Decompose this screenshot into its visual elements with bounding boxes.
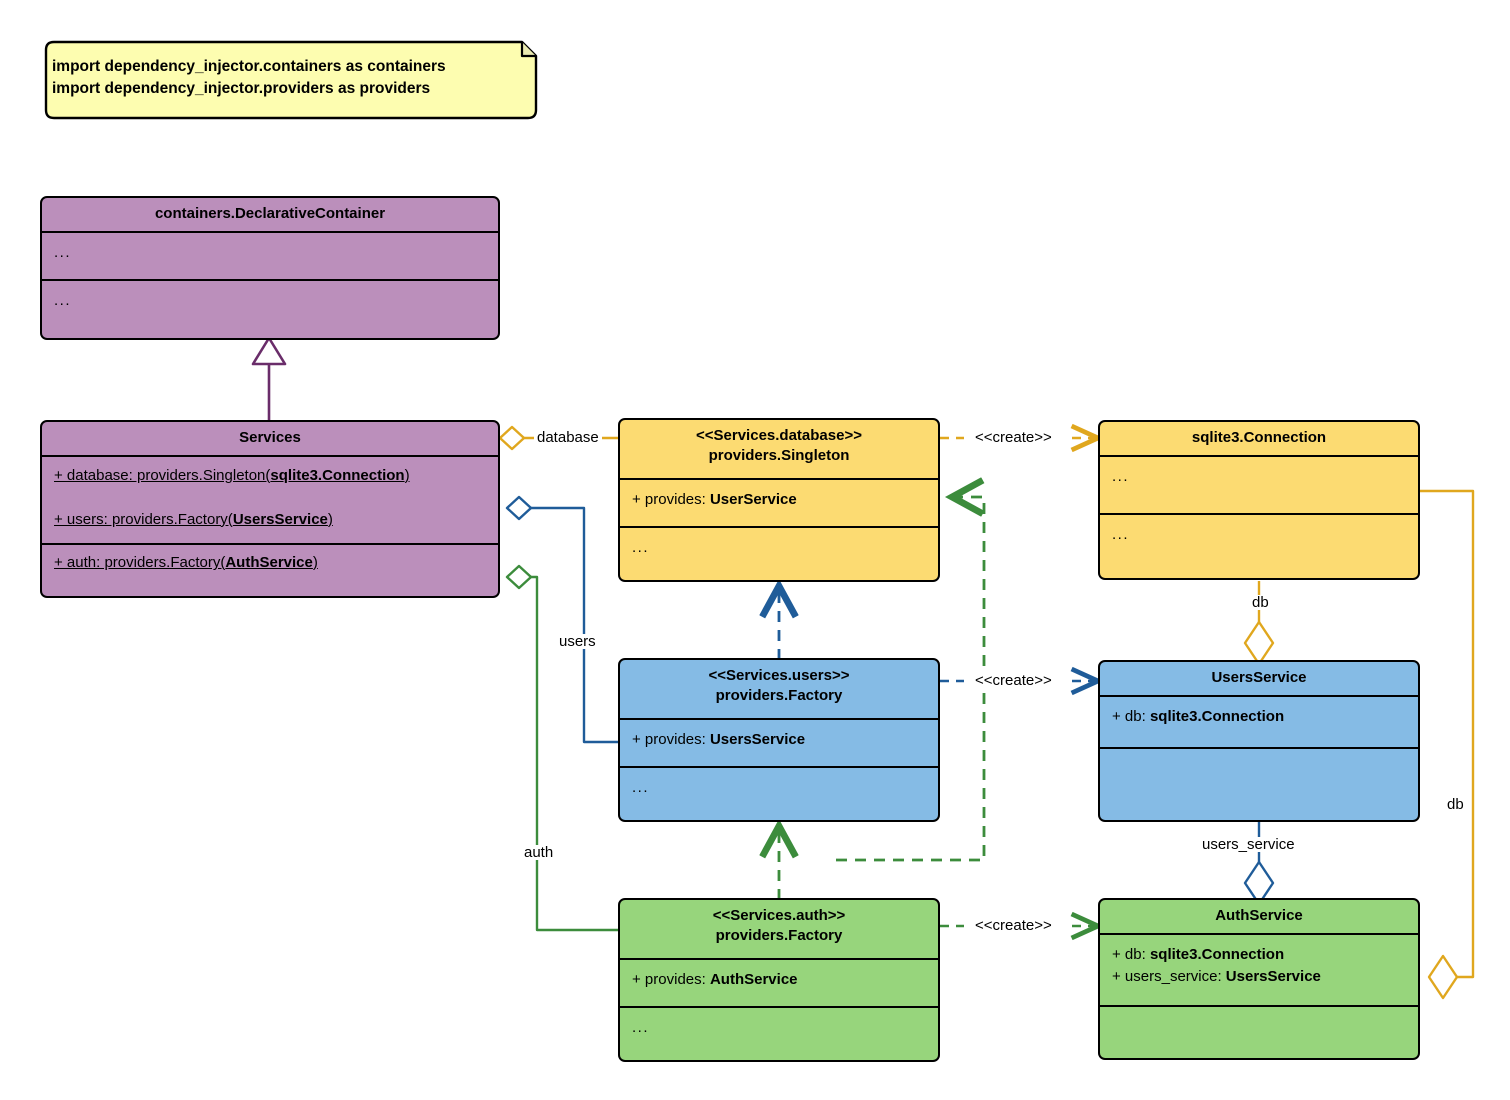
class-services-database-provider[interactable]: <<Services.database>> providers.Singleto… — [618, 418, 940, 582]
class-auth-service-title: AuthService — [1100, 900, 1418, 936]
class-sqlite3-connection-attributes: ... — [1100, 457, 1418, 516]
imports-note-text: import dependency_injector.containers as… — [52, 58, 446, 98]
attr-type: AuthService — [709, 971, 798, 988]
attr-db-prefix: + db: — [1112, 946, 1150, 964]
class-users-service-operations — [1100, 749, 1418, 815]
attr-prefix: + provides: — [632, 731, 710, 748]
class-services-auth-provider-attributes: + provides: AuthService — [620, 960, 938, 1008]
edge-inheritance — [251, 336, 287, 420]
class-services-auth-provider-stereotype: <<Services.auth>> — [712, 907, 846, 924]
class-services-users-provider-title: <<Services.users>> providers.Factory — [620, 660, 938, 720]
edge-label-create-database: <<create>> — [972, 430, 1055, 445]
attr-prefix: + db: — [1112, 708, 1150, 726]
attr-users-service-prefix: + users_service: — [1112, 968, 1226, 985]
class-services-auth-provider-title: <<Services.auth>> providers.Factory — [620, 900, 938, 960]
class-declarative-container-operations: ... — [54, 292, 72, 310]
edge-users-association — [505, 495, 618, 744]
attr-type: sqlite3.Connection — [1149, 708, 1285, 726]
edge-label-users-service: users_service — [1199, 837, 1298, 852]
attr-type: UsersService — [709, 731, 806, 748]
attr-prefix: + provides: — [632, 491, 710, 508]
edge-auth-association — [505, 564, 618, 932]
imports-note: import dependency_injector.containers as… — [40, 38, 540, 122]
class-services-title: Services — [42, 422, 498, 458]
edge-users-service-auth-service — [1243, 822, 1275, 906]
class-users-service-attributes: + db: sqlite3.Connection — [1100, 697, 1418, 750]
class-users-service[interactable]: UsersService + db: sqlite3.Connection — [1098, 660, 1420, 822]
class-sqlite3-connection-operations: ... — [1112, 526, 1130, 544]
class-services-attributes: + database: providers.Singleton(sqlite3.… — [42, 457, 498, 571]
class-services[interactable]: Services + database: providers.Singleton… — [40, 420, 500, 598]
class-services-users-provider-name: providers.Factory — [715, 687, 843, 705]
class-services-auth-provider[interactable]: <<Services.auth>> providers.Factory + pr… — [618, 898, 940, 1062]
class-auth-service[interactable]: AuthService + db: sqlite3.Connection + u… — [1098, 898, 1420, 1060]
edge-label-database: database — [534, 430, 602, 445]
class-services-database-provider-attributes: + provides: UserService — [620, 480, 938, 528]
edge-label-create-users: <<create>> — [972, 673, 1055, 688]
edge-label-db-users-service: db — [1249, 595, 1272, 610]
class-services-users-provider-stereotype: <<Services.users>> — [708, 667, 850, 684]
class-services-auth-provider-operations: ... — [632, 1019, 650, 1036]
class-services-attribute-auth: + auth: providers.Factory(AuthService) — [54, 554, 318, 572]
class-sqlite3-connection-title: sqlite3.Connection — [1100, 422, 1418, 458]
class-services-database-provider-stereotype: <<Services.database>> — [696, 427, 862, 444]
class-services-users-provider-attributes: + provides: UsersService — [620, 720, 938, 768]
class-declarative-container-title: containers.DeclarativeContainer — [42, 198, 498, 234]
attr-db-type: sqlite3.Connection — [1149, 946, 1285, 964]
class-services-users-provider-operations: ... — [632, 779, 650, 796]
attr-prefix: + provides: — [632, 971, 710, 988]
attr-users-service-type: UsersService — [1225, 968, 1321, 985]
class-services-database-provider-title: <<Services.database>> providers.Singleto… — [620, 420, 938, 480]
edge-label-db-auth-service: db — [1444, 797, 1467, 812]
attr-type: UserService — [709, 491, 797, 508]
class-services-auth-provider-name: providers.Factory — [715, 927, 843, 945]
class-services-database-provider-name: providers.Singleton — [708, 447, 850, 465]
class-services-attribute-database: + database: providers.Singleton(sqlite3.… — [54, 467, 410, 485]
class-services-users-provider[interactable]: <<Services.users>> providers.Factory + p… — [618, 658, 940, 822]
class-users-service-title: UsersService — [1100, 662, 1418, 698]
class-services-database-provider-operations: ... — [632, 539, 650, 556]
class-auth-service-operations — [1100, 1007, 1418, 1053]
edge-label-create-auth: <<create>> — [972, 918, 1055, 933]
edge-db-auth-service — [1420, 489, 1475, 1000]
class-auth-service-attributes: + db: sqlite3.Connection + users_service… — [1100, 935, 1418, 1008]
edge-label-auth: auth — [521, 845, 557, 860]
edge-label-users: users — [556, 634, 599, 649]
class-declarative-container[interactable]: containers.DeclarativeContainer ... ... — [40, 196, 500, 340]
class-sqlite3-connection[interactable]: sqlite3.Connection ... ... — [1098, 420, 1420, 580]
class-declarative-container-attributes: ... — [42, 233, 498, 282]
class-services-attribute-users: + users: providers.Factory(UsersService) — [54, 510, 333, 528]
